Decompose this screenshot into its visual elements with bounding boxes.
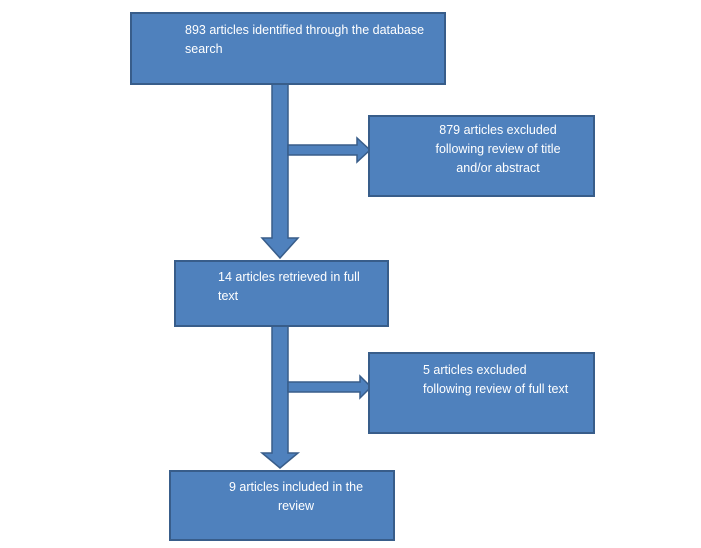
arrow-down-2: [259, 325, 301, 469]
identified-box: 893 articles identified through the data…: [130, 12, 446, 85]
arrow-right-1: [287, 136, 372, 164]
excluded-fulltext-box: 5 articles excluded following review of …: [368, 352, 595, 434]
excluded-title-text: 879 articles excluded following review o…: [435, 123, 561, 175]
arrow-down-1: [260, 83, 300, 260]
included-box: 9 articles included in the review: [169, 470, 395, 541]
retrieved-text: 14 articles retrieved in full text: [218, 270, 360, 303]
arrow-right-2: [287, 374, 373, 400]
excluded-fulltext-text: 5 articles excluded following review of …: [423, 363, 569, 396]
included-text: 9 articles included in the review: [228, 480, 364, 513]
retrieved-box: 14 articles retrieved in full text: [174, 260, 389, 327]
excluded-title-box: 879 articles excluded following review o…: [368, 115, 595, 197]
identified-text: 893 articles identified through the data…: [185, 23, 425, 56]
